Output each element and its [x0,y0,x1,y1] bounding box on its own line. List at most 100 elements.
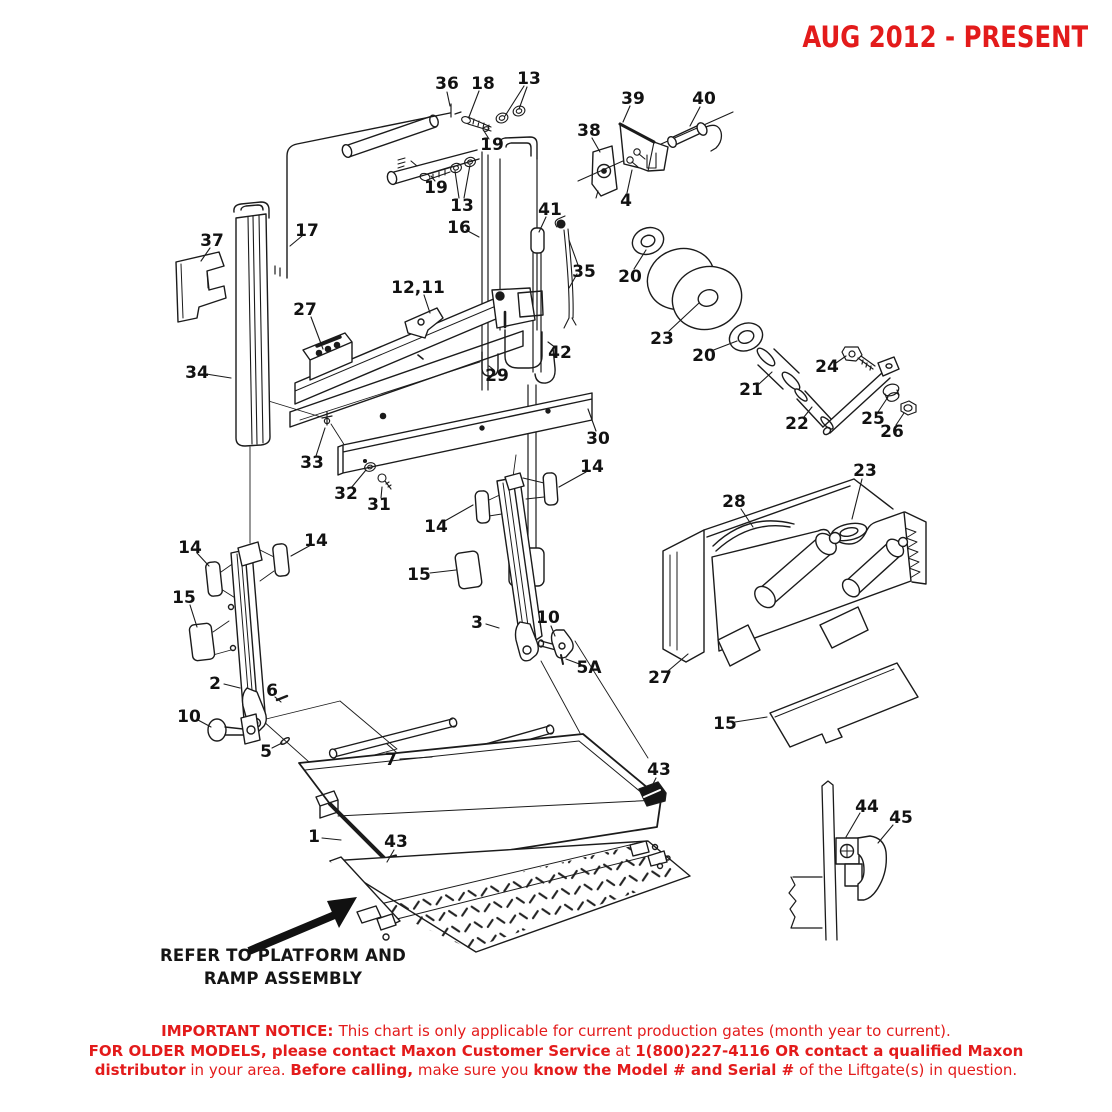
part-carriage [289,287,544,428]
diagram-caption: REFER TO PLATFORM AND RAMP ASSEMBLY [158,944,408,990]
callout-5: 5 [260,742,272,762]
notice-text-bold: FOR OLDER MODELS, please contact Maxon C… [88,1041,611,1060]
part-1-platform [298,733,662,870]
part-27-box-assembly [662,478,927,748]
callout-15: 15 [407,565,431,585]
part-33-clip [321,411,333,426]
part-2-guide-column [188,541,290,746]
part-15-pad-mid [454,550,483,590]
callout-30: 30 [586,429,610,449]
callout-37: 37 [200,231,224,251]
part-ramp-hinges [629,840,671,870]
arrow-to-ramp [247,897,357,955]
callout-21: 21 [739,380,763,400]
callout-33: 33 [300,453,324,473]
part-arm [822,356,900,436]
part-3-guide-column [454,472,574,665]
part-pulley-stack [631,226,917,436]
callout-25: 25 [861,409,885,429]
notice-text-bold: Before calling, [290,1061,414,1079]
part-4-screws [626,148,646,168]
callout-22: 22 [785,414,809,434]
part-20-washer-upper [631,226,665,256]
callout-14: 14 [304,531,328,551]
callout-36: 36 [435,74,459,94]
part-23-pulley [646,247,743,331]
callout-2: 2 [209,674,221,694]
caption-line1: REFER TO PLATFORM AND [160,946,406,965]
part-26-nut [900,400,917,416]
callout-20: 20 [692,346,716,366]
callout-13: 13 [517,69,541,89]
part-36-pin [450,103,462,118]
callout-5A: 5A [577,658,603,678]
page-title: AUG 2012 - PRESENT [802,20,1088,54]
notice-text: make sure you [413,1061,534,1079]
part-hinge-block [315,790,339,819]
callout-17: 17 [295,221,319,241]
caption-line2: RAMP ASSEMBLY [203,969,363,988]
callout-26: 26 [880,422,904,442]
callout-38: 38 [577,121,601,141]
notice-text: This chart is only applicable for curren… [338,1022,951,1040]
callout-7: 7 [385,750,397,770]
callout-19: 19 [480,135,504,155]
phantom-lines [212,398,649,771]
callout-41: 41 [538,200,562,220]
part-spring [904,527,921,579]
callout-32: 32 [334,484,358,504]
part-18-bolt [461,116,492,132]
callout-34: 34 [185,363,209,383]
part-31-bolt [377,473,392,490]
callout-44: 44 [855,797,879,817]
part-rollers [754,531,909,609]
part-15-cover [769,662,919,748]
part-29-hook [481,351,499,377]
callout-43: 43 [647,760,671,780]
callout-24: 24 [815,357,839,377]
part-14-pads-mid [474,472,559,524]
part-45-cam [857,835,888,901]
callout-20: 20 [618,267,642,287]
callout-40: 40 [692,89,716,109]
part-19-bolt-lower [419,156,476,182]
callout-19: 19 [424,178,448,198]
part-box-feet [717,606,869,667]
callout-1: 1 [308,827,320,847]
notice-line: distributor in your area. Before calling… [0,1061,1112,1081]
callout-15: 15 [172,588,196,608]
callout-43: 43 [384,832,408,852]
callout-27: 27 [648,668,672,688]
notice-text-bold: distributor [94,1061,186,1079]
callout-45: 45 [889,808,913,828]
part-34-left-column [233,201,271,447]
part-14-pads-left [205,543,290,597]
callout-10: 10 [536,608,560,628]
callout-28: 28 [722,492,746,512]
callout-4: 4 [620,191,632,211]
part-15-pad-left [188,622,216,662]
part-38-bracket [591,145,618,199]
part-carriage-right-end [491,287,544,329]
notice-text-bold: 1(800)227-4116 OR contact a qualified Ma… [635,1041,1024,1060]
part-torsion-tubes [341,114,480,186]
callout-14: 14 [178,538,202,558]
callout-42: 42 [548,343,572,363]
callout-12,11: 12,11 [391,278,445,298]
part-32-nut [362,458,376,472]
part-6-pin [275,694,289,702]
part-42-curve [534,347,556,384]
part-ramp [329,840,691,953]
important-notice: IMPORTANT NOTICE: This chart is only app… [0,1022,1112,1081]
notice-line: FOR OLDER MODELS, please contact Maxon C… [0,1042,1112,1062]
notice-text: in your area. [185,1061,291,1079]
callout-29: 29 [485,366,509,386]
callout-23: 23 [650,329,674,349]
callout-13: 13 [450,196,474,216]
callout-14: 14 [580,457,604,477]
part-5a-pin [560,654,564,665]
callout-14: 14 [424,517,448,537]
part-20-washer-lower [728,322,764,352]
